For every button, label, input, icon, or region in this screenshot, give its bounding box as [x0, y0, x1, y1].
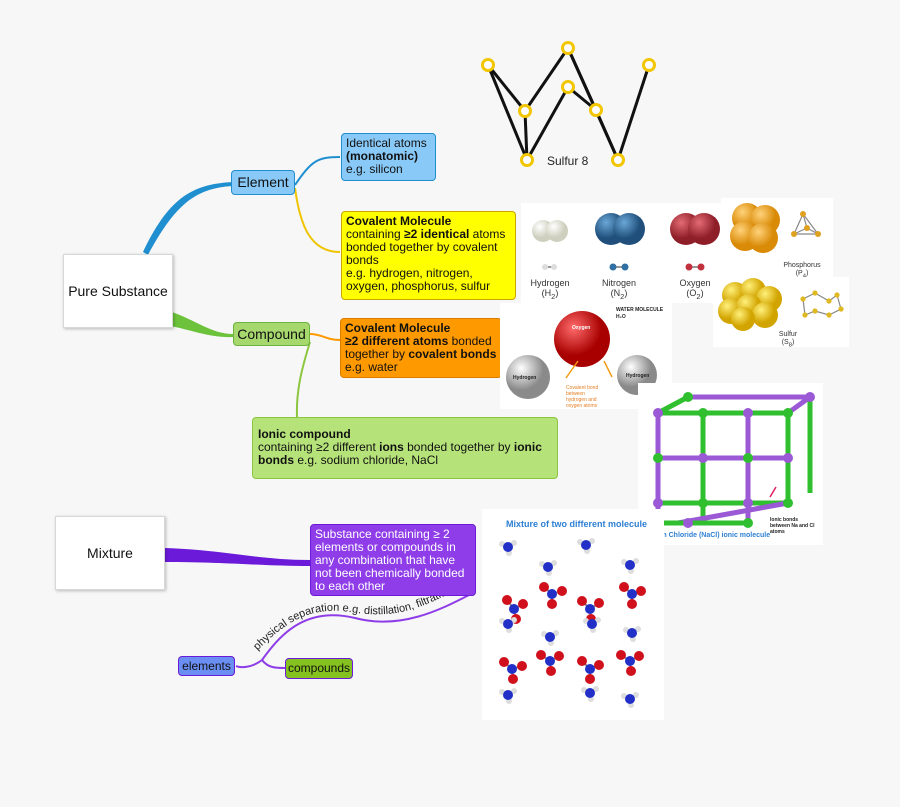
sulfur-atom	[561, 41, 575, 55]
branch-separation-to-compounds	[261, 659, 286, 669]
covalent-identical-title: Covalent Molecule	[346, 214, 452, 228]
sulfur-atom	[481, 58, 495, 72]
monatomic-line2: (monatomic)	[346, 149, 418, 163]
elements-label: elements	[182, 658, 231, 673]
nacl-caption: Sodium Chloride (NaCl) ionic molecule	[641, 532, 771, 539]
elements-topic[interactable]: elements	[178, 656, 235, 676]
nitrate-molecule	[616, 650, 644, 676]
covalent-different-definition: ≥2 different atoms bonded together by co…	[345, 334, 497, 361]
covalent-different-example: e.g. water	[345, 360, 398, 374]
covalent-identical-example: e.g. hydrogen, nitrogen, oxygen, phospho…	[346, 266, 491, 293]
sulfur-image: Sulfur (S8)	[713, 277, 849, 347]
sulfur-atom	[589, 103, 603, 117]
nacl-crystal-image: Ionic bonds between Na and Cl atoms Sodi…	[638, 383, 823, 545]
branch-element-to-monatomic	[294, 156, 341, 186]
mixture-desc-text: Substance containing ≥ 2 elements or com…	[315, 527, 465, 593]
mixture-node[interactable]: Mixture	[55, 516, 165, 590]
branch-separation	[235, 594, 470, 669]
branch-element-to-covalent-identical	[294, 187, 341, 253]
branch-pure-to-compound	[170, 312, 233, 338]
sulfur8-ring-diagram: Sulfur 8	[481, 41, 656, 168]
element-label: Element	[237, 174, 289, 190]
nitrate-molecule	[536, 650, 564, 676]
compound-topic[interactable]: Compound	[233, 322, 310, 346]
water-title: WATER MOLECULE	[616, 307, 664, 313]
diatomic-molecules-image: Hydrogen (H2) Nitrogen (N2) Oxygen (O2)	[521, 203, 721, 303]
mixture-molecules-image: Mixture of two different molecule	[482, 509, 664, 720]
water-oxygen-label: Oxygen	[572, 325, 591, 331]
branch-pure-to-element	[143, 182, 233, 255]
monatomic-box[interactable]: Identical atoms (monatomic) e.g. silicon	[341, 133, 436, 181]
nacl-note: Ionic bonds between Na and Cl atoms	[770, 517, 815, 535]
monatomic-line3: e.g. silicon	[346, 162, 403, 176]
water-hydrogen-left-label: Hydrogen	[513, 375, 537, 381]
branch-compound-to-covalent-different	[309, 333, 341, 341]
ionic-box[interactable]: Ionic compound containing ≥2 different i…	[252, 417, 558, 479]
phosphorus-caption: Phosphorus (P4)	[783, 262, 821, 279]
branch-compound-to-ionic	[295, 341, 311, 418]
water-hydrogen-right-label: Hydrogen	[626, 373, 650, 379]
phosphorus-image: Phosphorus (P4)	[721, 198, 833, 282]
water-formula: H₂O	[616, 314, 626, 320]
compounds-topic[interactable]: compounds	[285, 658, 353, 679]
sulfur-atom	[518, 104, 532, 118]
compounds-label: compounds	[287, 661, 351, 675]
nitrate-molecule	[499, 657, 527, 684]
nitrogen-caption: Nitrogen (N2)	[601, 278, 637, 301]
mixture-desc-box[interactable]: Substance containing ≥ 2 elements or com…	[310, 524, 476, 596]
covalent-different-box[interactable]: Covalent Molecule ≥2 different atoms bon…	[340, 318, 502, 378]
hydrogen-caption: Hydrogen (H2)	[530, 278, 570, 301]
nitrate-molecule	[539, 582, 567, 609]
nitrate-molecule	[577, 656, 604, 684]
sulfur-atom	[520, 153, 534, 167]
element-topic[interactable]: Element	[231, 170, 295, 195]
mixture-label: Mixture	[87, 544, 133, 561]
covalent-identical-definition: containing ≥2 identical atoms bonded tog…	[346, 227, 506, 267]
sulfur8-label: Sulfur 8	[547, 154, 589, 168]
oxygen-caption: Oxygen (O2)	[679, 278, 711, 301]
sulfur-atom	[561, 80, 575, 94]
compound-label: Compound	[237, 325, 306, 342]
ammonia-molecule	[499, 538, 641, 708]
covalent-different-title: Covalent Molecule	[345, 321, 451, 335]
sulfur-atom	[642, 58, 656, 72]
nitrate-molecule	[619, 582, 646, 609]
pure-substance-label: Pure Substance	[68, 282, 168, 299]
ionic-title: Ionic compound	[258, 427, 351, 441]
mixture-image-caption: Mixture of two different molecule	[506, 519, 648, 529]
sulfur-atom	[611, 153, 625, 167]
covalent-identical-box[interactable]: Covalent Molecule containing ≥2 identica…	[341, 211, 516, 300]
water-bond-note: Covalent bond between hydrogen and oxyge…	[566, 385, 599, 409]
monatomic-line1: Identical atoms	[346, 136, 427, 150]
pure-substance-node[interactable]: Pure Substance	[63, 254, 173, 328]
ionic-definition: containing ≥2 different ions bonded toge…	[258, 440, 542, 467]
branch-mixture-to-desc	[165, 548, 310, 566]
sulfur-caption: Sulfur (S8)	[778, 331, 798, 347]
